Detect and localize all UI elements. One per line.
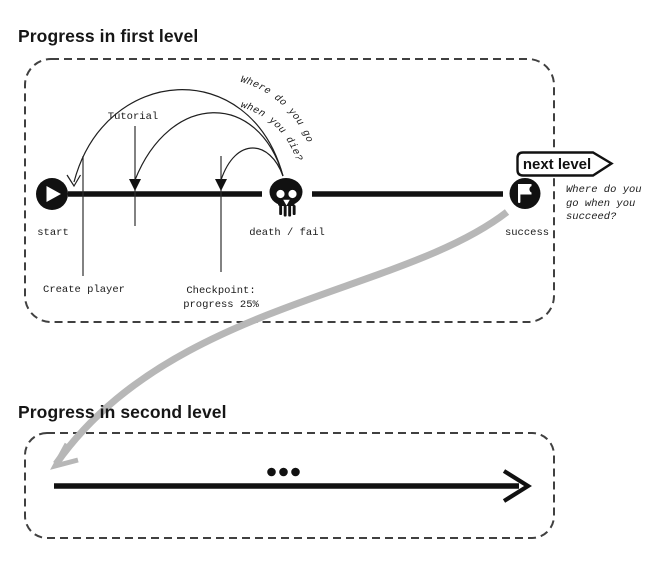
- create-player-label: Create player: [43, 284, 125, 296]
- ellipsis-dots-icon: [267, 467, 300, 477]
- arc-to-tutorial: [134, 112, 284, 181]
- succeed-question: Where do you go when you succeed?: [566, 184, 646, 225]
- checkpoint-label-line1: Checkpoint:: [186, 285, 256, 297]
- arc-to-checkpoint: [220, 147, 284, 181]
- checkpoint-label: Checkpoint: progress 25%: [161, 284, 281, 312]
- play-icon: [36, 178, 68, 210]
- checkpoint-label-line2: progress 25%: [183, 299, 259, 311]
- next-level-button-label: next level: [523, 156, 591, 173]
- succeed-question-line3: succeed?: [566, 211, 617, 223]
- flag-icon: [509, 178, 541, 209]
- start-label: start: [37, 227, 69, 239]
- death-return-arcs: [66, 89, 284, 188]
- second-level-box: [24, 432, 555, 539]
- arc-arrowhead: [66, 174, 82, 188]
- level-transition-arrow-icon: [50, 209, 510, 470]
- first-level-title: Progress in first level: [18, 26, 199, 46]
- second-level-title: Progress in second level: [18, 402, 227, 422]
- next-level-button[interactable]: next level: [516, 151, 614, 177]
- succeed-question-line2: go when you: [566, 197, 636, 210]
- death-fail-label: death / fail: [249, 227, 325, 239]
- tutorial-label: Tutorial: [107, 111, 159, 123]
- checkpoint-marker-arrow: [215, 156, 227, 272]
- second-level-arrow: [54, 469, 532, 503]
- succeed-question-line1: Where do you: [566, 184, 642, 196]
- success-label: success: [504, 227, 550, 239]
- tutorial-marker-arrow: [129, 126, 141, 226]
- arc-to-start: [73, 89, 284, 183]
- skull-icon: [269, 178, 303, 217]
- first-level-box: [24, 58, 555, 323]
